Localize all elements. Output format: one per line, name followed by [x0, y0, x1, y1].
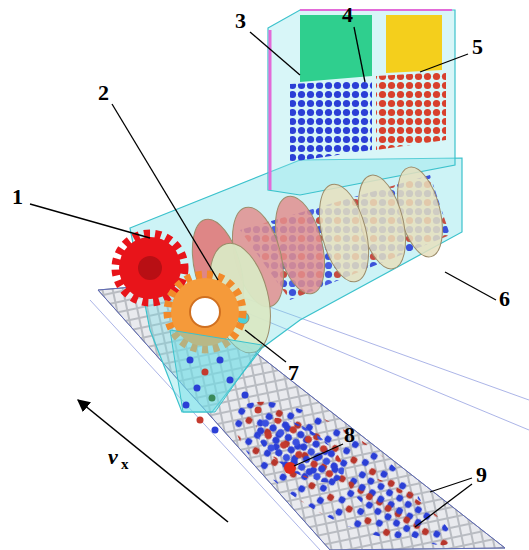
callout-number: 3 [235, 10, 246, 32]
callout-number: 4 [342, 4, 353, 26]
callout-number: 5 [472, 36, 483, 58]
callout-number: 8 [344, 424, 355, 446]
callout-number: 9 [476, 464, 487, 486]
callout-number: 6 [499, 288, 510, 310]
callout-number: 7 [288, 362, 299, 384]
callout-number: 1 [12, 186, 23, 208]
callout-number: 2 [98, 82, 109, 104]
velocity-subscript: x [121, 457, 129, 472]
velocity-symbol: v [108, 446, 118, 468]
